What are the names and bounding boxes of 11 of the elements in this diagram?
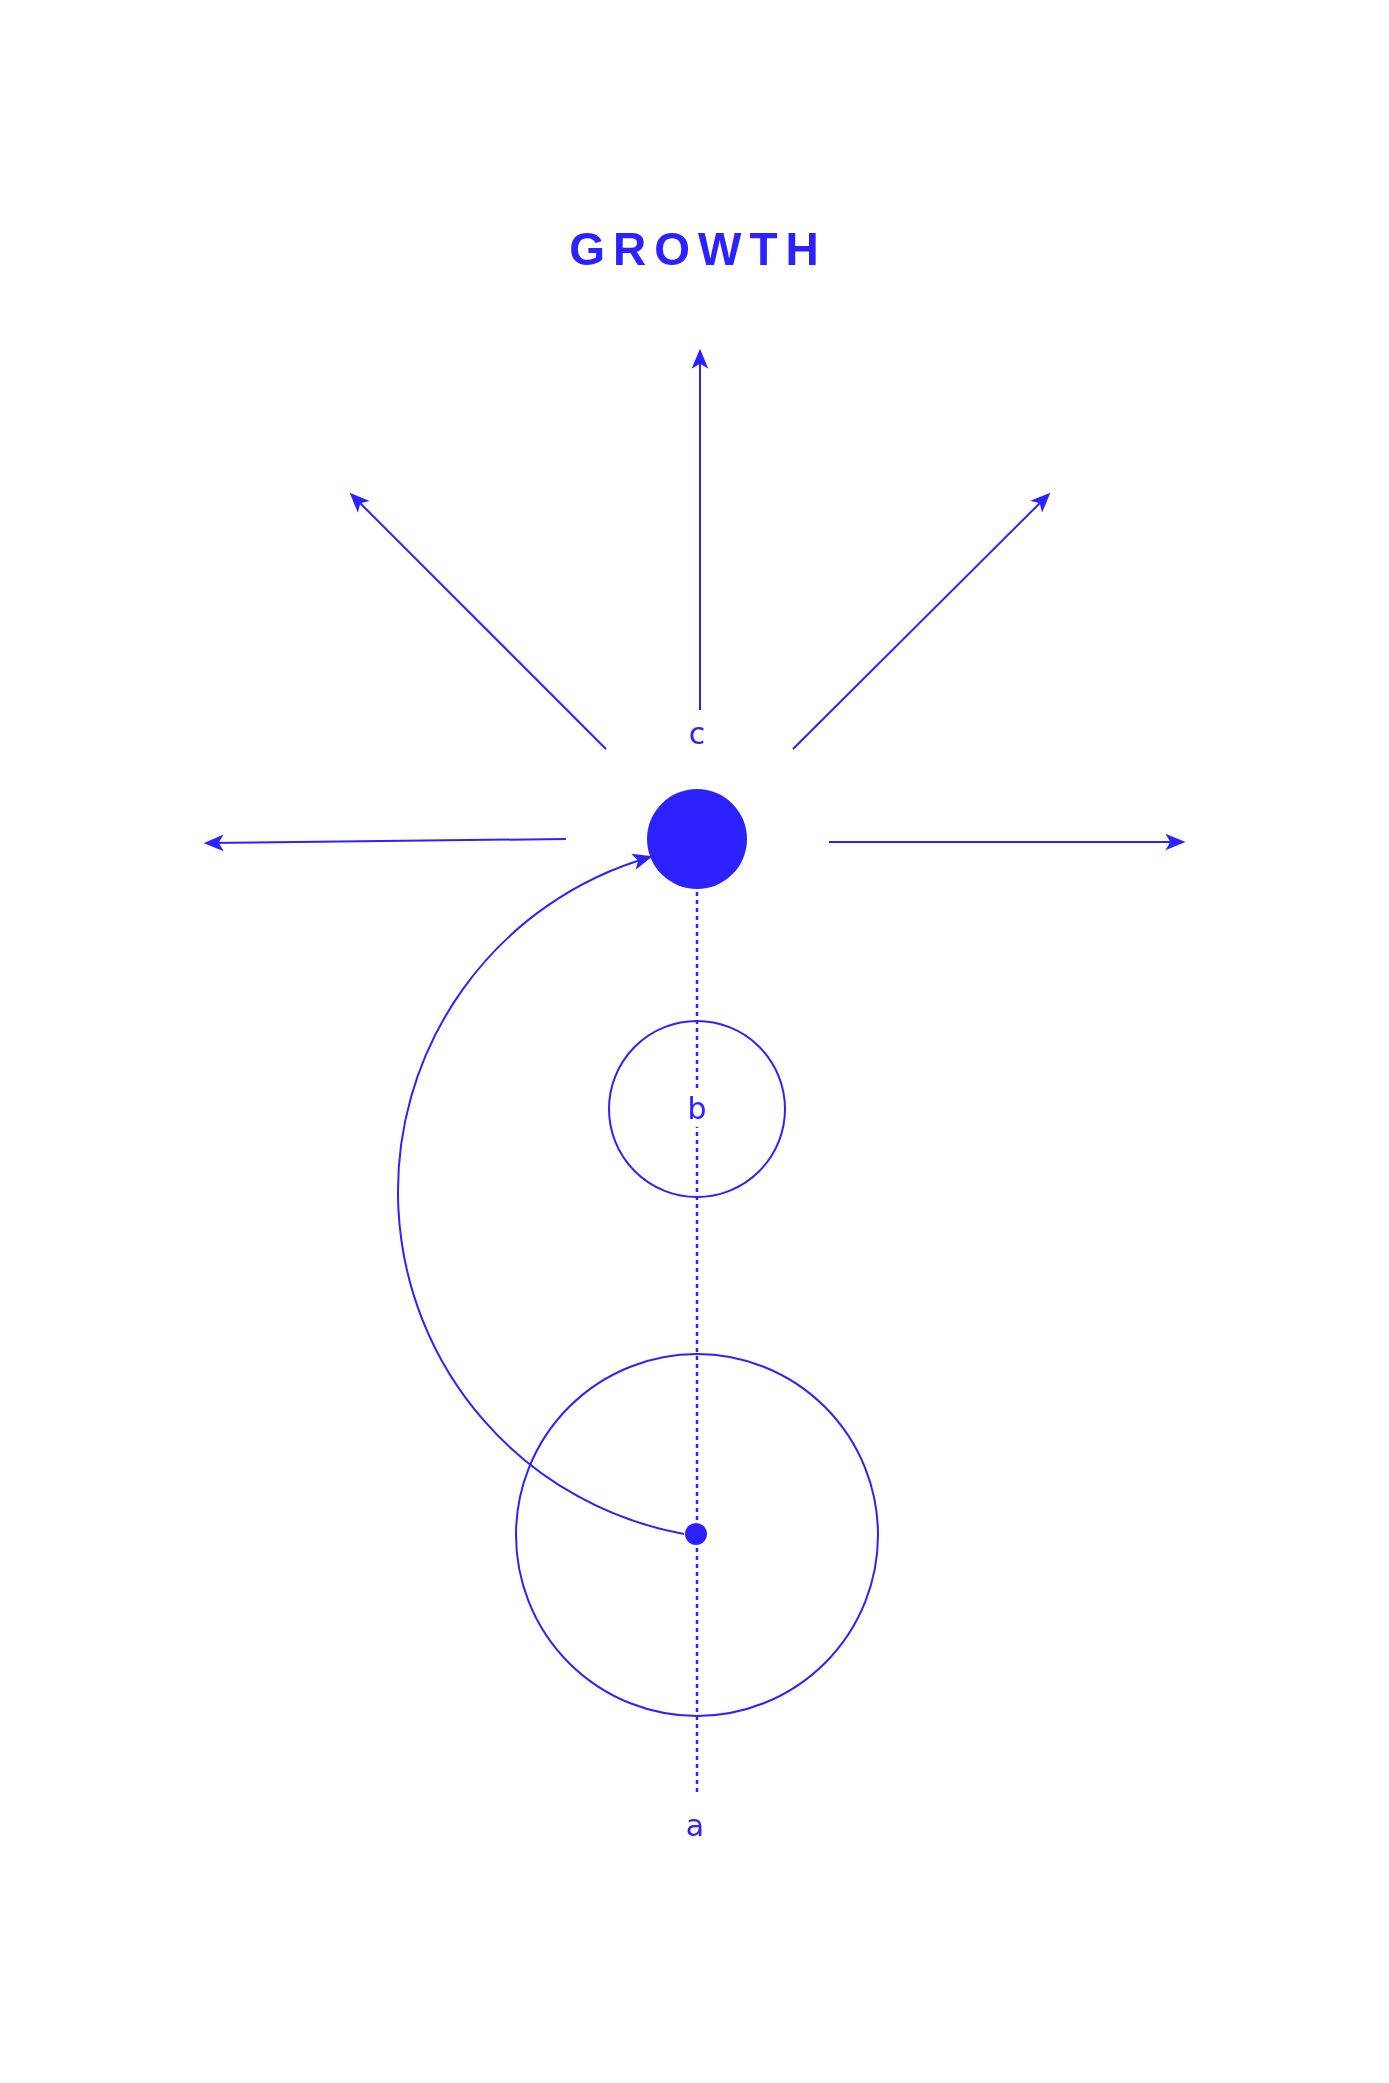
arrow [349,492,607,750]
curved-arrow [397,855,685,1535]
outlined-circle [515,1353,879,1717]
arrow [203,834,567,852]
filled-circle [685,1523,707,1545]
arrow [792,492,1051,750]
title: GROWTH [569,222,827,276]
arrow [828,833,1186,851]
node-label: b [687,1091,707,1127]
circle-node [608,1020,786,1198]
arrow [691,348,709,711]
